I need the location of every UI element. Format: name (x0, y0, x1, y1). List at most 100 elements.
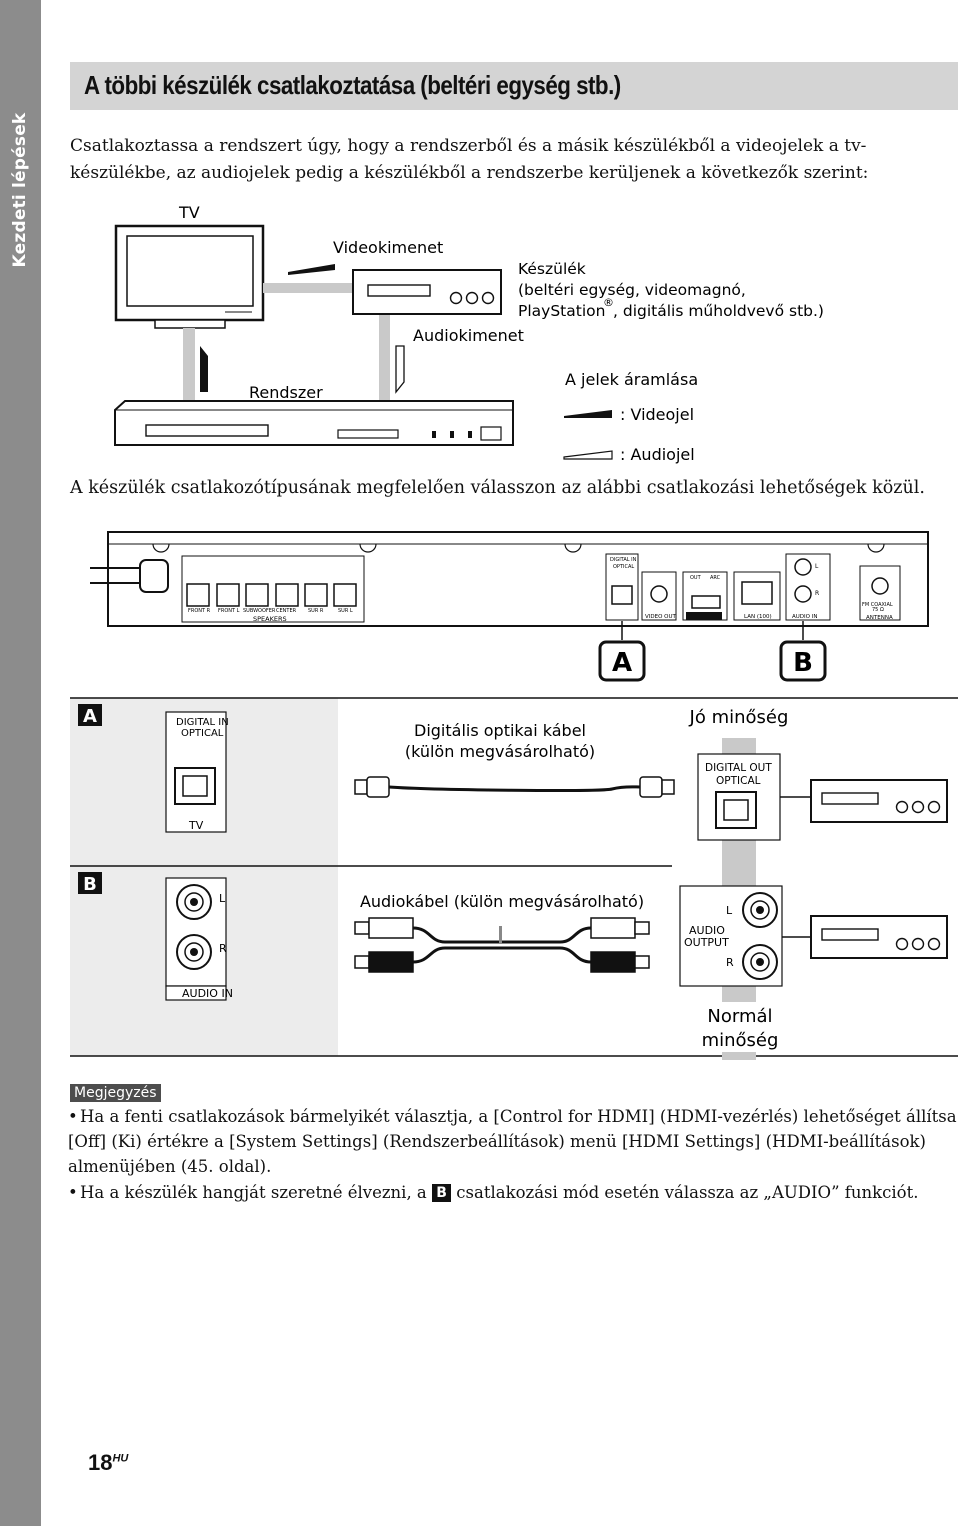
normal-quality-line2: minőség (702, 1030, 779, 1051)
device-optical-jack-icon (715, 791, 757, 829)
lan-port-icon (741, 581, 773, 605)
tv-label: TV (178, 203, 200, 222)
signal-flow-label: A jelek áramlása (565, 370, 698, 389)
option-b-audio-in-label: AUDIO IN (182, 987, 233, 1000)
option-b-device-r: R (726, 956, 734, 969)
page-number: 18HU (88, 1450, 128, 1476)
optical-cable-label-2: (külön megvásárolható) (405, 742, 595, 761)
option-a-out-line2: OPTICAL (716, 775, 761, 787)
connection-overview-diagram: TV Videokimenet Készülék (beltéri egység… (114, 203, 824, 464)
video-signal-arrow-icon (564, 410, 612, 418)
optical-cable-icon (354, 776, 675, 798)
video-cable-tv (183, 328, 195, 400)
speakers-label: SPEAKERS (253, 615, 287, 623)
note-item-1: •Ha a fenti csatlakozások bármelyikét vá… (68, 1104, 958, 1179)
note-item-1-text: Ha a fenti csatlakozások bármelyikét vál… (68, 1107, 957, 1176)
optical-text: OPTICAL (613, 564, 634, 570)
rear-panel-diagram: FRONT R FRONT L SUBWOOFER CENTER SUR R S… (90, 531, 929, 682)
ohm-text: 75 Ω (872, 607, 884, 613)
antenna-text: ANTENNA (866, 615, 893, 621)
audio-cable (379, 315, 390, 400)
marker-b-box (779, 640, 827, 682)
option-a-jack-line2: OPTICAL (181, 728, 224, 739)
digital-in-text: DIGITAL IN (610, 557, 637, 563)
system-unit-illustration (114, 400, 514, 446)
device-desc-2b: , digitális műholdvevő stb.) (613, 302, 824, 320)
audio-in-text: AUDIO IN (792, 614, 817, 620)
device-desc-1: (beltéri egység, videomagnó, (518, 281, 746, 299)
speaker-label-5: SUR L (338, 608, 353, 614)
speaker-label-0: FRONT R (188, 608, 211, 614)
audio-signal-arrow-icon (563, 450, 613, 460)
marker-a-letter: A (612, 648, 632, 678)
option-a: A DIGITAL IN OPTICAL TV Digitális optika… (78, 704, 948, 841)
option-b-letter: B (83, 874, 97, 895)
note-b-marker: B (432, 1184, 452, 1202)
video-out-label: Videokimenet (333, 238, 443, 257)
option-a-out-line1: DIGITAL OUT (705, 762, 772, 774)
page-number-value: 18 (88, 1450, 113, 1475)
speaker-label-2: SUBWOOFER (243, 608, 276, 614)
note-badge: Megjegyzés (70, 1084, 161, 1102)
audio-r-text: R (815, 590, 819, 597)
note-item-2: •Ha a készülék hangját szeretné élvezni,… (68, 1180, 958, 1205)
audio-arrow-down (395, 345, 405, 394)
option-b-out-line2: OUTPUT (684, 936, 729, 949)
marker-a-box (598, 640, 646, 682)
option-b-device-l: L (726, 904, 733, 917)
sidebar: Kezdeti lépések (0, 0, 41, 1526)
video-out-text: VIDEO OUT (645, 614, 677, 620)
video-signal-label: : Videojel (620, 405, 694, 424)
audio-cable-label: Audiokábel (külön megvásárolható) (360, 892, 644, 911)
hdmi-arc-text: ARC (710, 575, 721, 581)
speaker-label-4: SUR R (308, 608, 324, 614)
normal-quality-line1: Normál (707, 1006, 772, 1027)
option-b: B L R AUDIO IN Audiokábel (külön megvásá… (78, 872, 948, 1052)
audio-out-label: Audiokimenet (413, 326, 524, 345)
option-a-tv-label: TV (188, 819, 204, 832)
option-b-out-line1: AUDIO (689, 924, 725, 937)
video-arrow-up (200, 346, 208, 392)
bullet-icon: • (68, 1107, 78, 1126)
optical-jack-icon (611, 585, 633, 605)
audio-in-l-jack-icon (794, 558, 812, 576)
audio-cable-icon (354, 917, 650, 973)
page-title: A többi készülék csatlakoztatása (beltér… (84, 70, 621, 100)
intro-paragraph: Csatlakoztassa a rendszert úgy, hogy a r… (70, 136, 869, 183)
tv-illustration (114, 224, 265, 329)
system-label: Rendszer (249, 383, 323, 402)
speaker-terminals (186, 583, 357, 607)
audio-in-r-jack-icon (794, 585, 812, 603)
marker-b-letter: B (793, 648, 813, 678)
speaker-label-3: CENTER (276, 608, 297, 614)
video-arrow-left (288, 264, 335, 275)
note-item-2-post: csatlakozási mód esetén válassza az „AUD… (456, 1183, 919, 1202)
page-number-suffix: HU (112, 1452, 129, 1465)
hdmi-out-text: OUT (690, 575, 702, 581)
note-item-2-pre: Ha a készülék hangját szeretné élvezni, … (80, 1183, 427, 1202)
optical-cable-label-1: Digitális optikai kábel (414, 721, 586, 740)
lan-text: LAN (100) (744, 614, 772, 620)
good-quality-label: Jó minőség (689, 707, 789, 728)
hdmi-logo-icon (686, 612, 722, 620)
speaker-label-1: FRONT L (218, 608, 240, 614)
device-desc-2a: PlayStation (518, 302, 605, 320)
connection-options-diagram: A DIGITAL IN OPTICAL TV Digitális optika… (70, 697, 958, 1060)
external-device-illustration (352, 269, 502, 315)
registered-mark: ® (603, 296, 614, 309)
option-b-r-label: R (219, 942, 227, 955)
video-out-jack-icon (650, 585, 668, 603)
fm-coaxial-text: FM COAXIAL (862, 602, 893, 608)
hdmi-port-icon (691, 595, 721, 609)
audio-signal-label: : Audiojel (620, 445, 695, 464)
choose-instruction: A készülék csatlakozótípusának megfelelő… (70, 478, 925, 498)
antenna-jack-icon (871, 577, 889, 595)
video-cable-top (263, 283, 355, 293)
device-label: Készülék (518, 260, 586, 278)
title-bar: A többi készülék csatlakoztatása (beltér… (70, 62, 958, 110)
option-a-letter: A (83, 706, 97, 727)
option-a-jack-line1: DIGITAL IN (176, 717, 229, 728)
audio-l-text: L (815, 563, 819, 570)
option-b-l-label: L (219, 892, 226, 905)
bullet-icon: • (68, 1183, 78, 1202)
